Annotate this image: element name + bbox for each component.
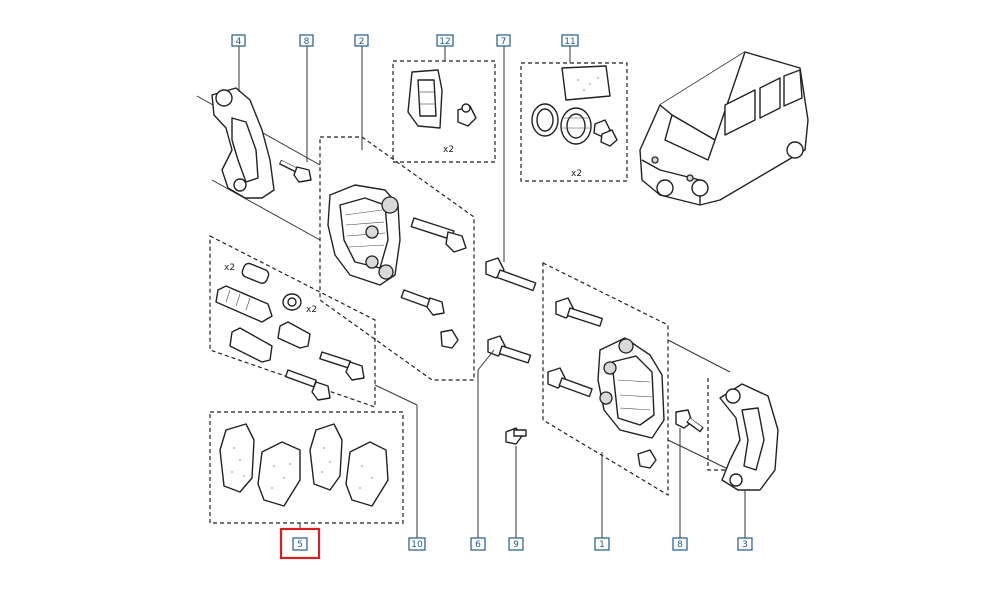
seal-kit-caps: [593, 119, 618, 147]
rear-caliper-bolt-upper: [555, 297, 604, 327]
left-caliper-bracket: [211, 87, 275, 199]
svg-text:8: 8: [677, 540, 683, 550]
bracket-bolt-right: [675, 409, 704, 433]
seal-kit-bag: [561, 65, 611, 101]
clip-kit-quantity: x2: [443, 145, 454, 155]
callout-9[interactable]: 9: [508, 537, 524, 551]
bleed-screw-part-9: [505, 427, 527, 445]
callout-3[interactable]: 3: [737, 537, 753, 551]
right-caliper-bracket: [719, 383, 779, 491]
svg-text:9: 9: [513, 540, 519, 550]
callout-7[interactable]: 7: [496, 34, 511, 47]
svg-text:5: 5: [297, 540, 303, 550]
brake-pad-1: [219, 423, 255, 493]
guide-pin-bush: [282, 293, 302, 311]
guide-pin-sleeve: [241, 262, 270, 284]
callout-2[interactable]: 2: [354, 34, 369, 47]
rear-caliper-body: [597, 337, 665, 439]
bleed-cap-center: [440, 329, 459, 349]
guide-pin-kit-frame: [209, 235, 376, 408]
clip-kit-cap: [457, 103, 477, 127]
callout-1[interactable]: 1: [594, 537, 610, 551]
svg-text:12: 12: [439, 37, 450, 47]
guide-pin-bolt-lower: [284, 369, 331, 401]
callout-12[interactable]: 12: [436, 34, 454, 47]
brake-pad-frame: [209, 411, 404, 524]
svg-text:2: 2: [359, 37, 365, 47]
axis-line-right-upper: [667, 339, 731, 373]
selected-callout-highlight: [279, 527, 321, 560]
axis-line-lower: [211, 179, 321, 241]
brake-pad-4: [345, 441, 389, 507]
bolt-part-6: [487, 335, 532, 364]
callout-4[interactable]: 4: [231, 34, 246, 47]
svg-text:10: 10: [411, 540, 423, 550]
caliper-bolt-long: [410, 217, 467, 253]
guide-pin-bolt-upper: [319, 351, 365, 381]
svg-text:7: 7: [501, 37, 507, 47]
callout-8-left[interactable]: 8: [299, 34, 314, 47]
caliper-bolt-short: [400, 289, 445, 316]
front-caliper-body: [327, 184, 401, 286]
bleed-cap-right: [637, 449, 657, 469]
brake-pad-2: [257, 441, 301, 507]
brake-pad-3: [309, 423, 343, 491]
callout-8-right[interactable]: 8: [672, 537, 688, 551]
callout-11[interactable]: 11: [561, 34, 579, 47]
right-caliper-group-frame: [542, 262, 669, 497]
axis-line-right-lower: [667, 439, 731, 471]
svg-text:11: 11: [564, 37, 575, 47]
svg-text:1: 1: [599, 540, 605, 550]
guide-pin-short: [277, 321, 311, 349]
dust-boot: [560, 107, 592, 145]
seal-kit-quantity: x2: [571, 169, 582, 179]
anti-rattle-clip: [407, 69, 443, 129]
piston-seal: [531, 103, 559, 137]
guide-pin-long: [229, 327, 273, 363]
guide-pin-boot: [215, 285, 273, 323]
boot-quantity: x2: [306, 305, 317, 315]
callout-6[interactable]: 6: [470, 537, 486, 551]
clip-kit-frame: [392, 60, 496, 163]
svg-text:6: 6: [475, 540, 481, 550]
callout-10[interactable]: 10: [408, 537, 426, 551]
svg-text:8: 8: [304, 37, 310, 47]
bolt-part-7: [485, 257, 537, 292]
bracket-bolt-left: [278, 159, 312, 183]
seal-kit-frame: [520, 62, 628, 182]
van-illustration: [639, 51, 809, 206]
svg-text:4: 4: [236, 37, 242, 47]
rear-caliper-bolt-lower: [547, 367, 593, 398]
callout-5[interactable]: 5: [292, 537, 308, 551]
sleeve-quantity: x2: [224, 263, 235, 273]
svg-text:3: 3: [742, 540, 748, 550]
